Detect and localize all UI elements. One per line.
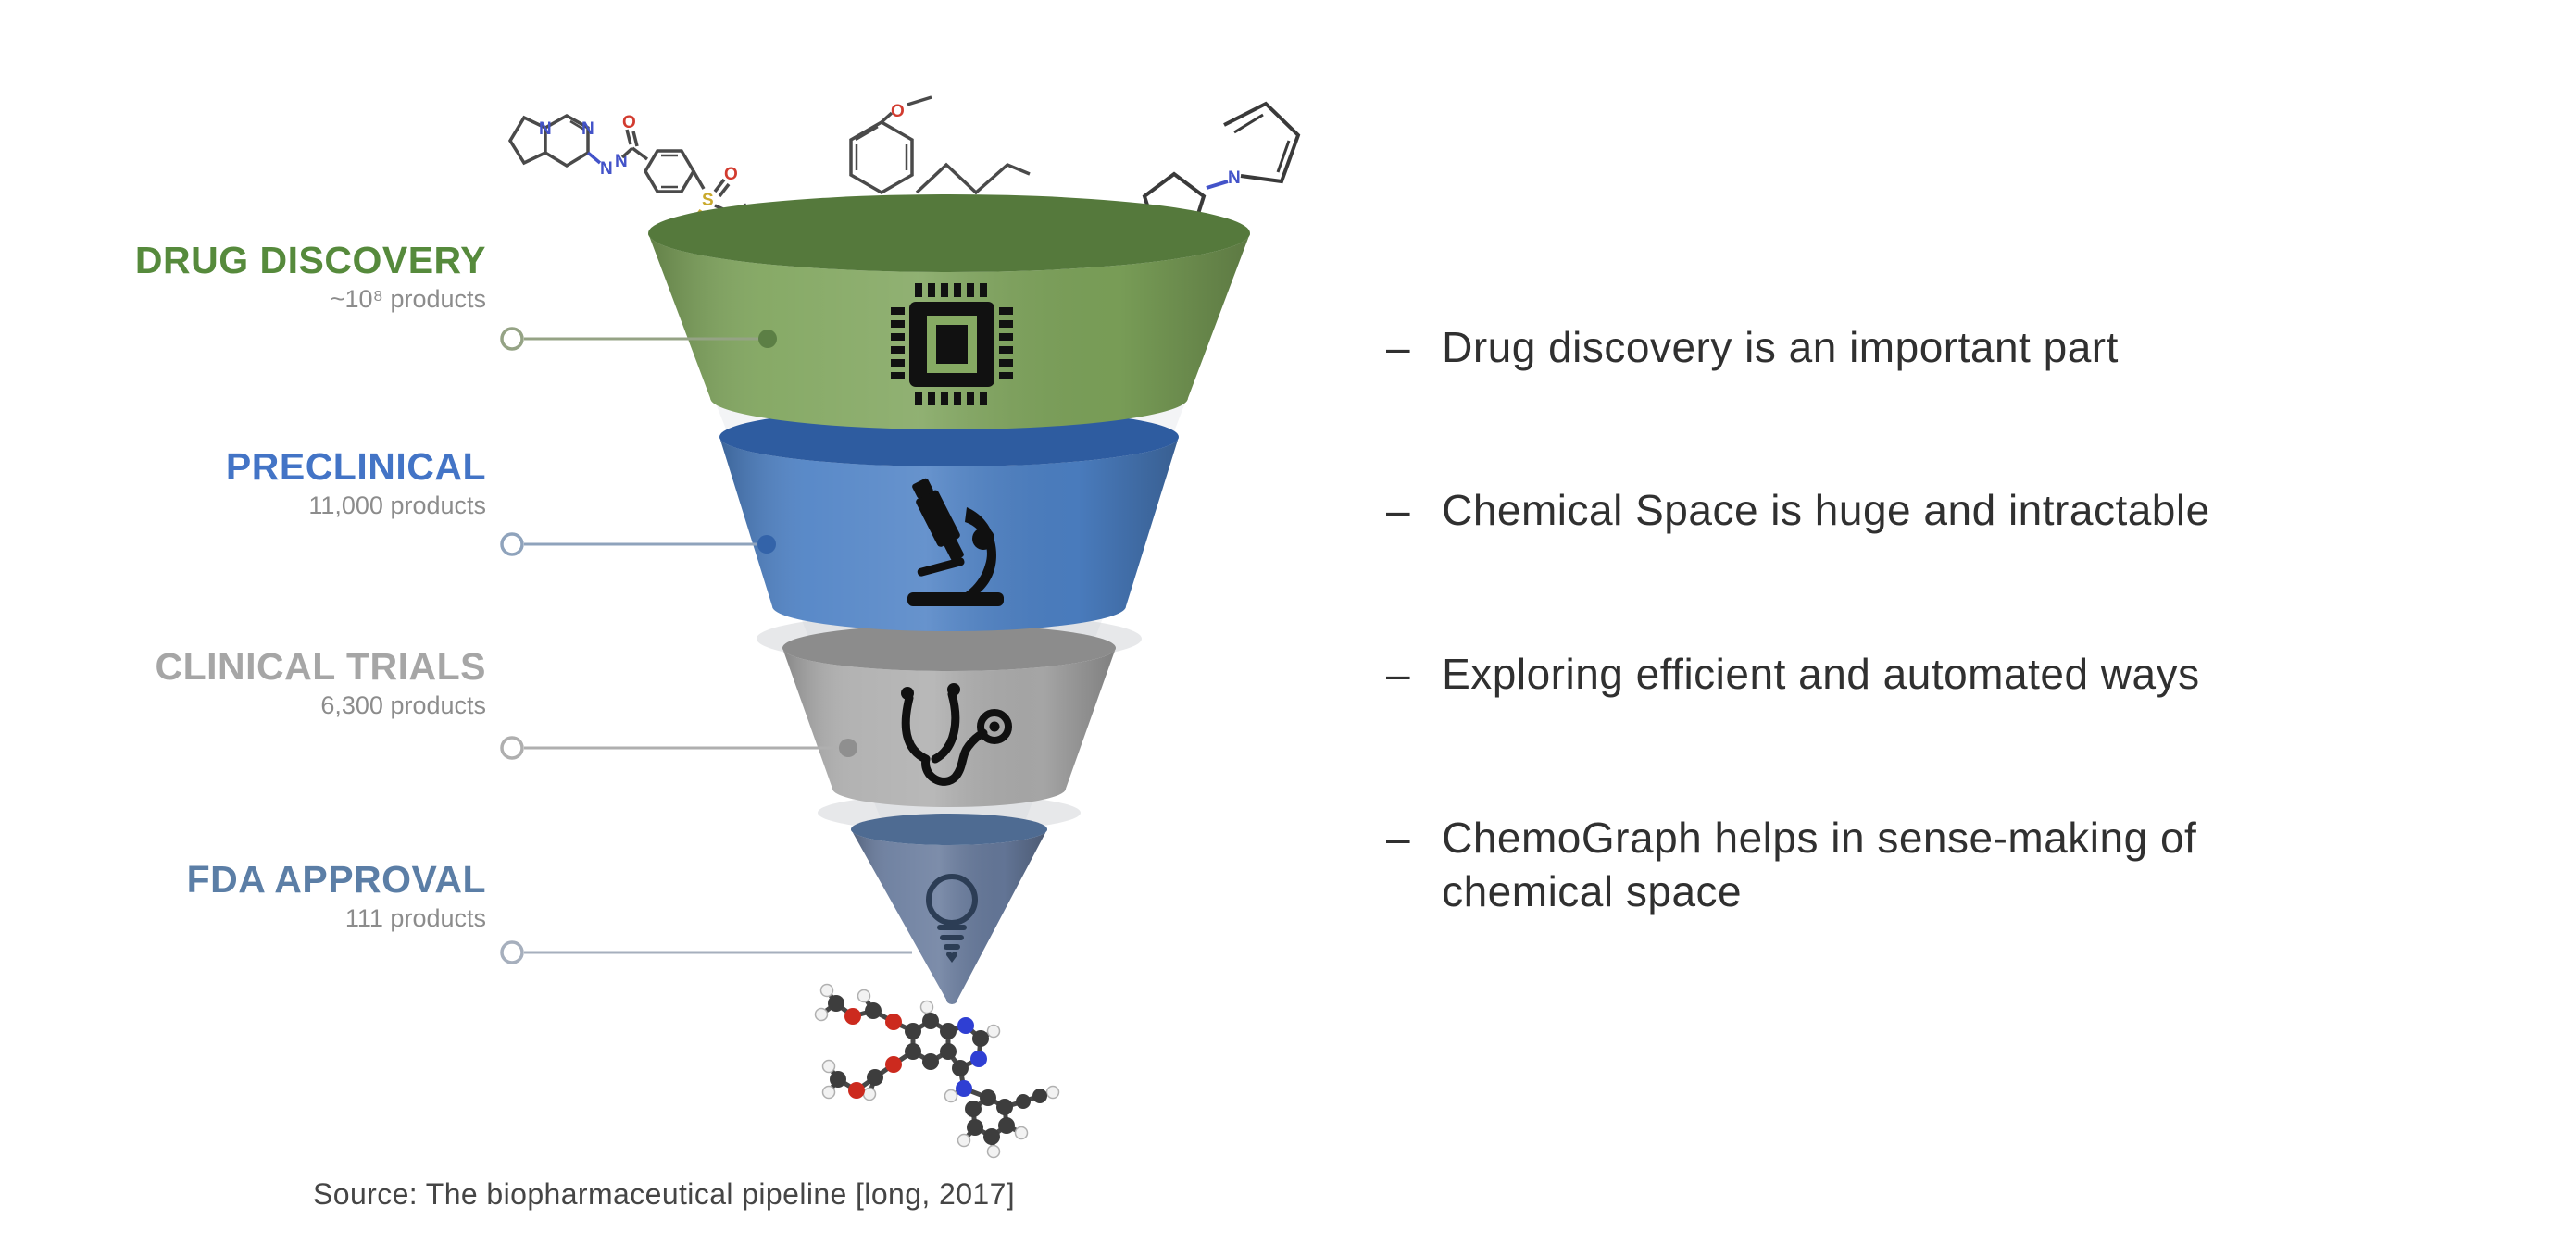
- bullet-text: Chemical Space is huge and intractable: [1442, 486, 2210, 534]
- leader-clinical: [500, 736, 857, 760]
- bullet-dash: –: [1386, 323, 1411, 371]
- bullet-text: Exploring efficient and automated ways: [1442, 650, 2200, 698]
- leader-dot: [839, 739, 857, 757]
- source-citation: Source: The biopharmaceutical pipeline […: [313, 1177, 1016, 1211]
- stage-count: 6,300 products: [320, 691, 486, 719]
- bullet-text: Drug discovery is an important part: [1442, 323, 2119, 371]
- funnel-stage-clinical: [782, 625, 1116, 807]
- svg-text:O: O: [724, 165, 738, 184]
- funnel-stage-fda: [851, 814, 1047, 1004]
- bullet-text: ChemoGraph helps in sense-making of chem…: [1442, 814, 2197, 915]
- microscope-icon: [907, 478, 1004, 606]
- stage-label-clinical-trials: CLINICAL TRIALS 6,300 products: [86, 645, 486, 719]
- stage-label-fda-approval: FDA APPROVAL 111 products: [86, 858, 486, 932]
- funnel-stage-discovery: [648, 194, 1250, 429]
- molecule-3d: [814, 983, 1060, 1159]
- leader-ring: [500, 532, 524, 556]
- funnel-stage-preclinical: [719, 407, 1179, 631]
- leader-discovery: [500, 327, 777, 351]
- molecule-2d-middle: O: [849, 95, 1031, 195]
- stage-count: 11,000 products: [308, 491, 486, 519]
- stage-count: 111 products: [344, 904, 486, 932]
- bullet-dash: –: [1386, 650, 1411, 698]
- leader-dot: [757, 535, 776, 554]
- leader-ring: [500, 940, 524, 964]
- bullet-item: – ChemoGraph helps in sense-making of ch…: [1386, 811, 2196, 918]
- bullet-item: – Drug discovery is an important part: [1386, 320, 2119, 374]
- svg-text:S: S: [702, 191, 714, 210]
- svg-text:O: O: [622, 113, 636, 132]
- leader-preclinical: [500, 532, 776, 556]
- leader-dot: [758, 330, 777, 348]
- lightbulb-icon: [926, 874, 978, 963]
- stage-title: CLINICAL TRIALS: [155, 645, 486, 688]
- svg-text:N: N: [1228, 168, 1241, 188]
- svg-text:N: N: [600, 159, 613, 179]
- stage-label-preclinical: PRECLINICAL 11,000 products: [86, 445, 486, 519]
- leader-fda: [500, 940, 912, 964]
- leader-ring: [500, 736, 524, 760]
- stage-title: DRUG DISCOVERY: [134, 239, 486, 281]
- bullet-item: – Exploring efficient and automated ways: [1386, 647, 2200, 701]
- svg-text:N: N: [539, 119, 552, 139]
- bullet-dash: –: [1386, 486, 1411, 534]
- stage-label-drug-discovery: DRUG DISCOVERY ~10⁸ products: [86, 239, 486, 313]
- svg-text:N: N: [581, 119, 594, 139]
- leader-ring: [500, 327, 524, 351]
- stage-count: ~10⁸ products: [330, 285, 486, 313]
- bullet-item: – Chemical Space is huge and intractable: [1386, 483, 2210, 537]
- svg-text:O: O: [891, 102, 905, 121]
- chip-icon: [891, 283, 1013, 405]
- stage-title: PRECLINICAL: [225, 445, 486, 488]
- stage-title: FDA APPROVAL: [186, 858, 486, 901]
- stethoscope-icon: [901, 683, 1012, 786]
- bullet-dash: –: [1386, 814, 1411, 862]
